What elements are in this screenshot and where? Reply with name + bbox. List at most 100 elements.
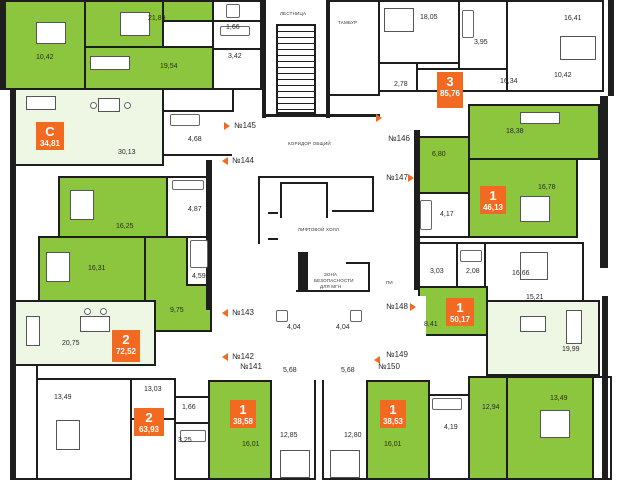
entry-arrow (222, 309, 228, 317)
badge-rooms: 2 (145, 410, 153, 425)
room (328, 0, 380, 96)
room-area: 16,66 (512, 270, 530, 277)
room-area: 16,78 (538, 184, 556, 191)
room-area: 13,49 (550, 395, 568, 402)
entry-arrow (376, 114, 382, 122)
bathtub (172, 180, 204, 190)
room-area: 15,21 (526, 294, 544, 301)
vestibule-label: ТАМБУР (338, 20, 358, 25)
safe-zone-label: ЗОНА (324, 272, 338, 277)
room-area: 3,25 (178, 437, 192, 444)
table (520, 316, 546, 332)
stairs-label: ЛЕСТНИЦА (280, 11, 307, 16)
wall (414, 130, 420, 290)
room-area: 16,31 (88, 265, 106, 272)
badge-rooms: 3 (446, 74, 454, 89)
room-area: 21,89 (148, 15, 166, 22)
room-area: 19,99 (562, 346, 580, 353)
room-area: 20,75 (62, 340, 80, 347)
room (378, 62, 418, 92)
wall (280, 182, 282, 218)
room-area: 4,59 (192, 273, 206, 280)
bed (46, 252, 70, 282)
safe-zone-label: ДЛЯ МГН (320, 284, 342, 289)
room-area: 13,03 (144, 386, 162, 393)
apartment-number: №148 (386, 302, 408, 311)
apartment-number: №142 (232, 352, 254, 361)
badge-rooms: 1 (489, 188, 497, 203)
common-corridor (232, 112, 416, 176)
wall (608, 0, 614, 96)
entry-arrow (408, 174, 414, 182)
bed (560, 36, 596, 60)
wall (262, 0, 266, 118)
bed (280, 450, 310, 478)
room-area: 2,78 (394, 81, 408, 88)
room-area: 1,66 (226, 24, 240, 31)
wall (206, 160, 212, 310)
badge-area: 50,17 (449, 315, 471, 324)
apartment-number: №143 (232, 308, 254, 317)
table (98, 98, 120, 112)
badge-rooms: 1 (389, 402, 397, 417)
bed (384, 8, 414, 32)
wall (10, 88, 16, 480)
room-area: 12,80 (344, 432, 362, 439)
bed (56, 420, 80, 450)
room-area: 16,25 (116, 223, 134, 230)
room-area: 18,38 (506, 128, 524, 135)
lift-hall-label: ЛИФТОВОЙ ХОЛЛ (298, 227, 340, 232)
wall (262, 114, 380, 117)
bed (330, 450, 360, 478)
apartment-number: №150 (378, 362, 400, 371)
sofa (566, 310, 582, 344)
badge-rooms: 1 (239, 402, 247, 417)
room-area: 18,05 (420, 14, 438, 21)
room (162, 88, 234, 112)
room (162, 0, 214, 22)
bed (120, 12, 150, 36)
chair (124, 102, 131, 109)
room-area: 4,17 (440, 211, 454, 218)
entry-arrow (222, 353, 228, 361)
room-area: 3,42 (228, 53, 242, 60)
room-area: 4,04 (287, 324, 301, 331)
wall (346, 262, 370, 264)
sofa (26, 96, 56, 110)
room-area: 16,01 (384, 441, 402, 448)
room-area: 4,19 (444, 424, 458, 431)
corridor (212, 168, 418, 304)
badge-area: 38,53 (382, 417, 404, 426)
sofa (520, 112, 560, 124)
badge-area: 34,81 (39, 139, 61, 148)
apartment-number: №144 (232, 156, 254, 165)
bed (36, 22, 66, 44)
bed (70, 190, 94, 220)
bathtub (226, 4, 240, 18)
bed (520, 252, 548, 280)
staircase (276, 24, 316, 114)
room-area: 9,75 (170, 307, 184, 314)
bathtub (180, 430, 206, 442)
apartment-number: №149 (386, 350, 408, 359)
apartment-number: №141 (240, 362, 262, 371)
room-area: 16,41 (564, 15, 582, 22)
room (418, 242, 458, 288)
bathtub (432, 398, 462, 410)
badge-rooms: 1 (456, 300, 464, 315)
room-area: 1,66 (182, 404, 196, 411)
table (80, 316, 110, 332)
room-area: 13,49 (54, 394, 72, 401)
room-area: 5,68 (283, 367, 297, 374)
wall (268, 238, 278, 240)
badge-area: 72,52 (115, 347, 137, 356)
badge-area: 63,93 (138, 425, 160, 434)
bed (520, 196, 550, 222)
bathtub (276, 310, 288, 322)
badge-area: 38,58 (232, 417, 254, 426)
room (366, 380, 430, 480)
